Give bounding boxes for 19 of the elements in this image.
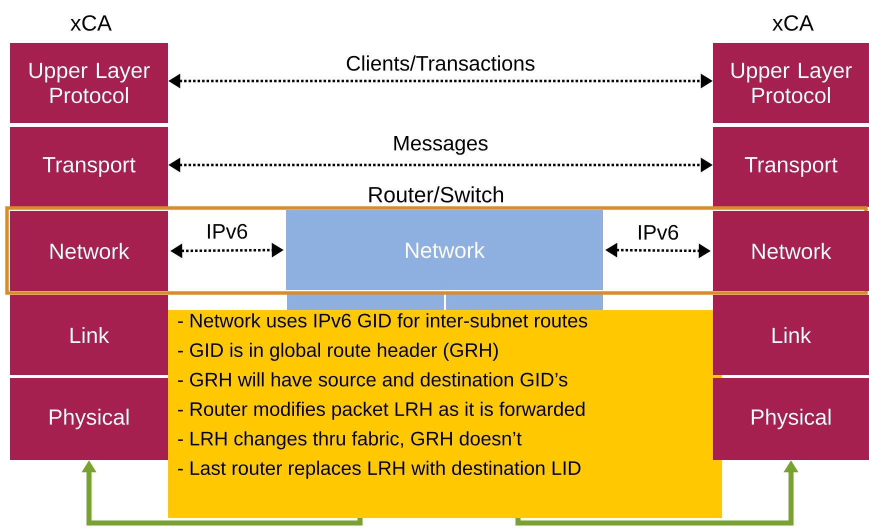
edge-label: Messages: [392, 135, 490, 156]
layer-box: Network: [10, 211, 168, 291]
layer-box: Physical: [713, 378, 869, 460]
layer-box: Link: [713, 295, 869, 375]
node-label: Router/Switch: [369, 186, 504, 202]
layer-box: Network: [713, 211, 869, 291]
layer-box: Transport: [10, 127, 168, 207]
layer-box: Physical: [10, 378, 168, 460]
edge-label: IPv6: [205, 222, 250, 240]
layer-box: Link: [10, 295, 168, 375]
edge-label: IPv6: [636, 224, 680, 241]
layer-box: Upper Layer Protocol: [10, 43, 168, 123]
edge-label: Clients/Transactions: [344, 54, 536, 72]
layer-box: Transport: [713, 127, 869, 207]
router-network-box: Network: [286, 210, 603, 290]
note-box: - Network uses IPv6 GID for inter-subnet routes - GID is in global route header (GRH) - GRH will have source and destination GID’s - Router modifies packet LRH as it is forwarded - LRH changes thru fabric, GRH doesn’t - Last router replaces LRH with destination LID: [168, 310, 722, 518]
stack-heading: xCA: [772, 15, 814, 31]
stack-heading: xCA: [70, 15, 112, 31]
layer-box: Upper Layer Protocol: [713, 43, 869, 123]
